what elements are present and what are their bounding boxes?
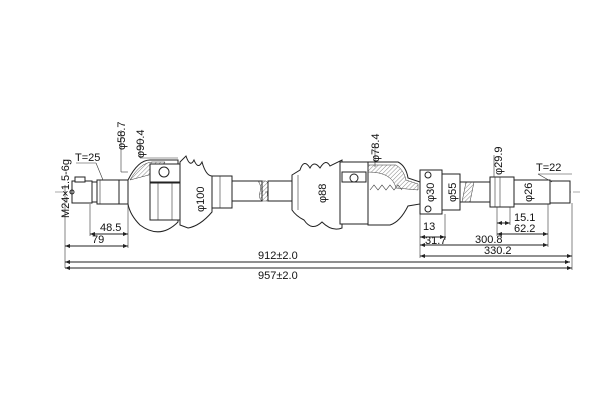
label-torque-left: T=25: [75, 152, 100, 164]
label-dia-30: φ30: [425, 183, 437, 202]
outer-cv-joint: [127, 155, 233, 233]
inner-stub: [459, 176, 571, 208]
label-len-330-2: 330.2: [484, 245, 512, 257]
label-len-31-7: 31.7: [425, 235, 446, 247]
label-dia-78-4: φ78.4: [370, 133, 382, 162]
label-dia-100: φ100: [195, 187, 207, 213]
label-len-957: 957±2.0: [258, 270, 298, 282]
label-len-62-2: 62.2: [514, 223, 535, 235]
main-shaft: [231, 180, 293, 202]
label-torque-right: T=22: [536, 162, 561, 174]
label-len-912: 912±2.0: [258, 250, 298, 262]
label-dia-29-9: φ29.9: [493, 146, 505, 175]
label-thread: M24×1.5-6g: [60, 159, 72, 218]
dimension-lines: [64, 130, 573, 270]
label-dia-58-7: φ58.7: [116, 121, 128, 150]
dimension-labels: T=25 M24×1.5-6g φ58.7 φ90.4 φ100 φ88 φ78…: [60, 121, 561, 282]
label-len-300-8: 300.8: [475, 234, 503, 246]
label-dia-88: φ88: [317, 184, 329, 203]
label-len-48-5: 48.5: [100, 222, 121, 234]
label-len-13: 13: [423, 221, 435, 233]
label-len-15-1: 15.1: [514, 212, 535, 224]
label-dia-55: φ55: [447, 183, 459, 202]
intermediate-bearing: [419, 169, 461, 215]
label-dia-26: φ26: [523, 183, 535, 202]
inner-cv-joint: [291, 159, 421, 230]
label-len-79: 79: [92, 234, 104, 246]
label-dia-90-4: φ90.4: [135, 129, 147, 158]
